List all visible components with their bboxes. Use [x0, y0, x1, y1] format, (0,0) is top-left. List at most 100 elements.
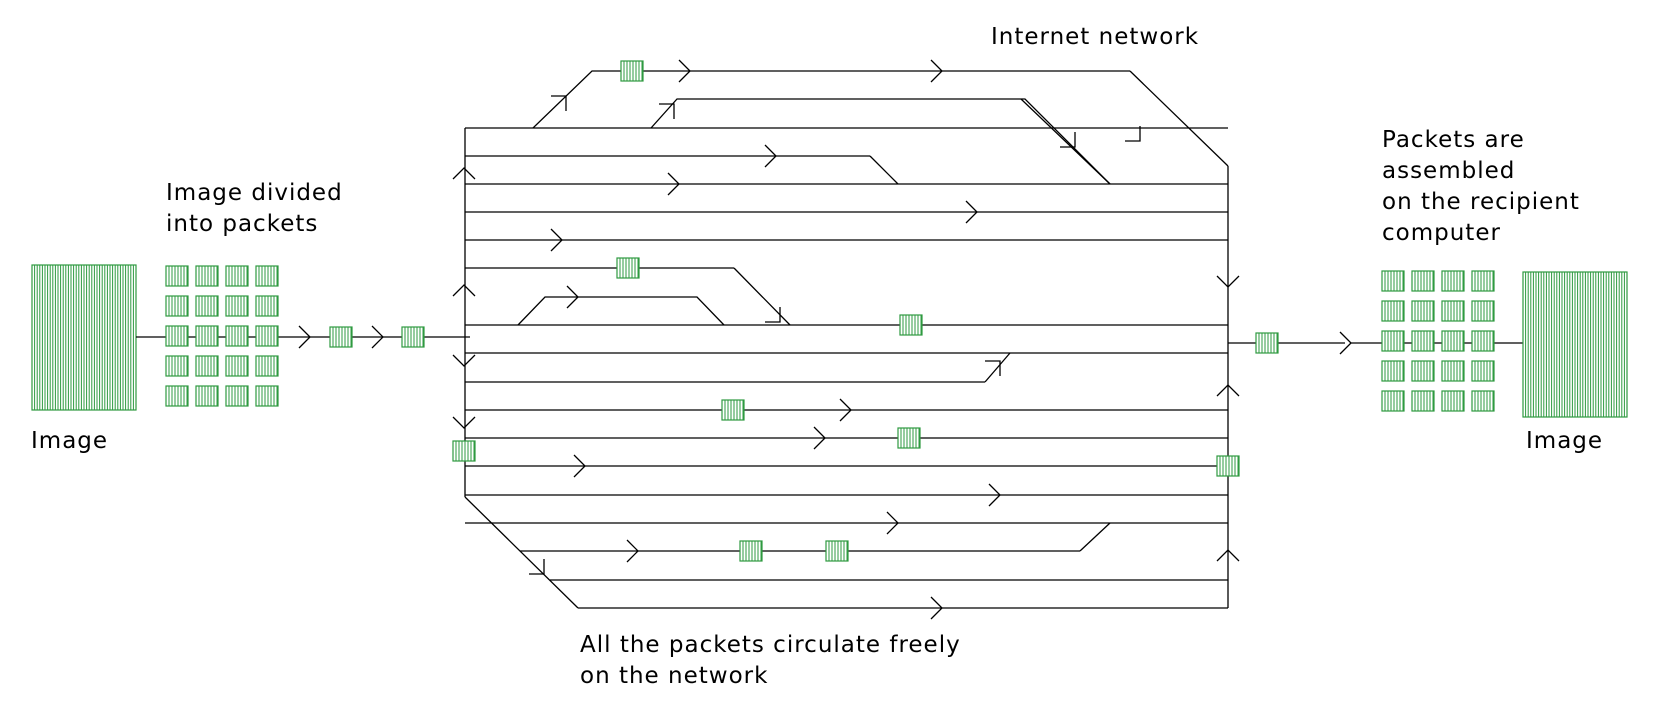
grid-packet: [1441, 270, 1465, 292]
grid-packet: [165, 385, 189, 407]
packet: [329, 326, 353, 348]
grid-packet: [1411, 390, 1435, 412]
packet: [897, 427, 921, 449]
assembled-label-line3: on the recipient: [1382, 189, 1580, 215]
arrow-icon: [988, 483, 1001, 507]
arrow-icon: [1125, 126, 1141, 142]
arrow-icon: [551, 95, 567, 111]
arrow-icon: [550, 228, 563, 252]
grid-packet: [255, 355, 279, 377]
network-route: [869, 155, 899, 185]
arrow-icon: [667, 172, 680, 196]
arrow-icon: [659, 103, 675, 119]
grid-packet: [1411, 360, 1435, 382]
arrow-icon: [765, 307, 781, 323]
arrow-icon: [452, 284, 476, 297]
assembled-label-line1: Packets are: [1382, 127, 1525, 153]
arrow-icon: [573, 454, 586, 478]
packet: [825, 540, 849, 562]
grid-packet: [225, 355, 249, 377]
source-image-label: Image: [31, 428, 109, 454]
packet: [739, 540, 763, 562]
assembled-label-line2: assembled: [1382, 158, 1516, 184]
grid-packet: [1471, 300, 1495, 322]
arrow-icon: [452, 167, 476, 180]
grid-packet: [1381, 390, 1405, 412]
packet: [899, 314, 923, 336]
grid-packet: [225, 295, 249, 317]
arrow-icon: [371, 325, 384, 349]
arrow-icon: [764, 144, 777, 168]
grid-packet: [1381, 330, 1405, 352]
grid-packet: [1471, 390, 1495, 412]
arrow-icon: [452, 416, 476, 429]
divided-label-line2: into packets: [166, 211, 319, 237]
dest-image-label: Image: [1526, 428, 1604, 454]
grid-packet: [1471, 360, 1495, 382]
network-label: Internet network: [991, 24, 1200, 50]
network-route: [1079, 522, 1111, 552]
circulate-label-line2: on the network: [580, 663, 769, 689]
arrow-icon: [529, 559, 545, 575]
arrow-icon: [813, 426, 826, 450]
grid-packet: [1441, 390, 1465, 412]
grid-packet: [195, 355, 219, 377]
grid-packet: [1411, 270, 1435, 292]
grid-packet: [195, 265, 219, 287]
grid-packet: [1471, 270, 1495, 292]
network-route: [984, 352, 1011, 383]
grid-packet: [1381, 360, 1405, 382]
grid-packet: [255, 265, 279, 287]
arrow-icon: [1216, 275, 1240, 288]
arrow-icon: [965, 200, 978, 224]
grid-packet: [1411, 300, 1435, 322]
grid-packet: [225, 265, 249, 287]
arrow-icon: [985, 360, 1001, 376]
grid-packet: [195, 385, 219, 407]
assembled-label-line4: computer: [1382, 220, 1501, 246]
divided-label-line1: Image divided: [166, 180, 343, 206]
arrow-icon: [298, 325, 311, 349]
arrow-icon: [1216, 549, 1240, 562]
arrow-icon: [1060, 132, 1076, 148]
network-route: [650, 98, 1111, 185]
grid-packet: [1471, 330, 1495, 352]
arrow-icon: [566, 285, 579, 309]
arrow-icon: [930, 59, 943, 83]
packet: [452, 440, 476, 462]
grid-packet: [165, 265, 189, 287]
grid-packet: [165, 355, 189, 377]
grid-packet: [1441, 300, 1465, 322]
packet: [401, 326, 425, 348]
arrow-icon: [626, 539, 639, 563]
packet: [620, 60, 644, 82]
network-route: [517, 296, 725, 326]
arrow-icon: [452, 354, 476, 367]
network-route: [532, 70, 1130, 129]
grid-packet: [1441, 360, 1465, 382]
grid-packet: [255, 325, 279, 347]
arrow-icon: [930, 596, 943, 620]
arrow-icon: [886, 511, 899, 535]
grid-packet: [225, 385, 249, 407]
packet: [1216, 455, 1240, 477]
grid-packet: [255, 385, 279, 407]
grid-packet: [195, 295, 219, 317]
grid-packet: [1381, 300, 1405, 322]
packet: [616, 257, 640, 279]
grid-packet: [165, 325, 189, 347]
network-route: [733, 267, 791, 326]
grid-packet: [1411, 330, 1435, 352]
dest-image: [1522, 271, 1628, 418]
circulate-label-line1: All the packets circulate freely: [580, 632, 961, 658]
grid-packet: [255, 295, 279, 317]
arrow-icon: [678, 59, 691, 83]
network-diagonal: [1129, 70, 1229, 167]
grid-packet: [225, 325, 249, 347]
network-diagonal: [464, 496, 579, 609]
grid-packet: [1441, 330, 1465, 352]
packet: [721, 399, 745, 421]
grid-packet: [195, 325, 219, 347]
network-route: [1020, 98, 1111, 185]
